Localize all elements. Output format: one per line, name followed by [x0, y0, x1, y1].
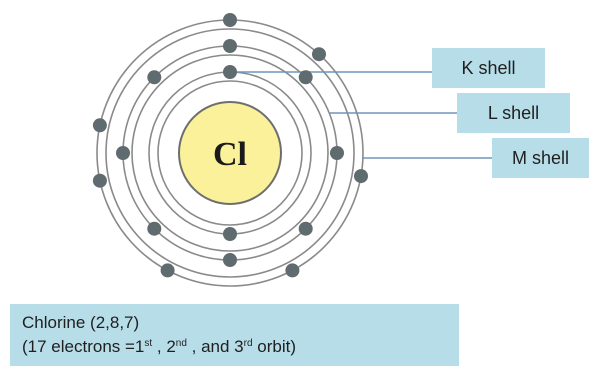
- electron-l-2: [298, 70, 313, 85]
- caption-sup-2: nd: [175, 338, 187, 349]
- electron-m-7: [92, 118, 107, 133]
- electron-l-4: [298, 221, 313, 236]
- caption-mid-1: , 2: [152, 337, 176, 356]
- orbit-ring-k-1: [157, 80, 303, 226]
- m-shell-label: M shell: [492, 138, 589, 178]
- caption-sup-3: rd: [243, 338, 253, 349]
- caption-box: Chlorine (2,8,7) (17 electrons =1st , 2n…: [10, 304, 459, 366]
- electron-l-3: [330, 146, 344, 160]
- electron-k-2: [223, 227, 237, 241]
- l-shell-label: L shell: [457, 93, 570, 133]
- electron-m-6: [92, 173, 107, 188]
- caption-line-1: Chlorine (2,8,7): [22, 313, 140, 332]
- leader-lines: [230, 71, 492, 159]
- nucleus-circle: [178, 101, 282, 205]
- electron-m-3: [354, 169, 368, 184]
- electron-k-1: [223, 65, 237, 79]
- electron-m-1: [223, 13, 237, 27]
- electron-m-2: [312, 47, 326, 62]
- caption-prefix: (17 electrons =1: [22, 337, 145, 356]
- nucleus: Cl: [178, 101, 282, 205]
- electron-l-1: [223, 39, 237, 53]
- nucleus-symbol: Cl: [213, 136, 247, 173]
- electron-l-7: [116, 146, 130, 160]
- electron-l-6: [147, 221, 162, 236]
- orbit-ring-m-1: [105, 28, 355, 278]
- caption-mid-2: , and 3: [186, 337, 244, 356]
- electron-m-5: [160, 263, 175, 278]
- k-shell-label: K shell: [432, 48, 545, 88]
- electron-l-8: [147, 70, 162, 85]
- electron-l-5: [223, 253, 237, 267]
- caption-sup-1: st: [144, 338, 153, 349]
- orbit-ring-l-1: [131, 54, 329, 252]
- electron-m-4: [285, 263, 300, 278]
- electrons: [92, 13, 368, 278]
- caption-line-2: (17 electrons =1st , 2nd , and 3rd orbit…: [22, 335, 447, 359]
- caption-suffix: orbit): [252, 337, 297, 356]
